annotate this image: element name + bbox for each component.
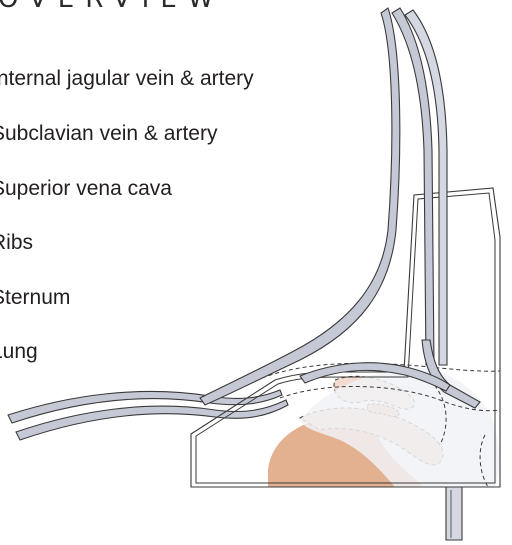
descending-vessel [446,487,462,540]
clavicle-illustration [8,390,288,440]
vessels-illustration [200,8,480,408]
